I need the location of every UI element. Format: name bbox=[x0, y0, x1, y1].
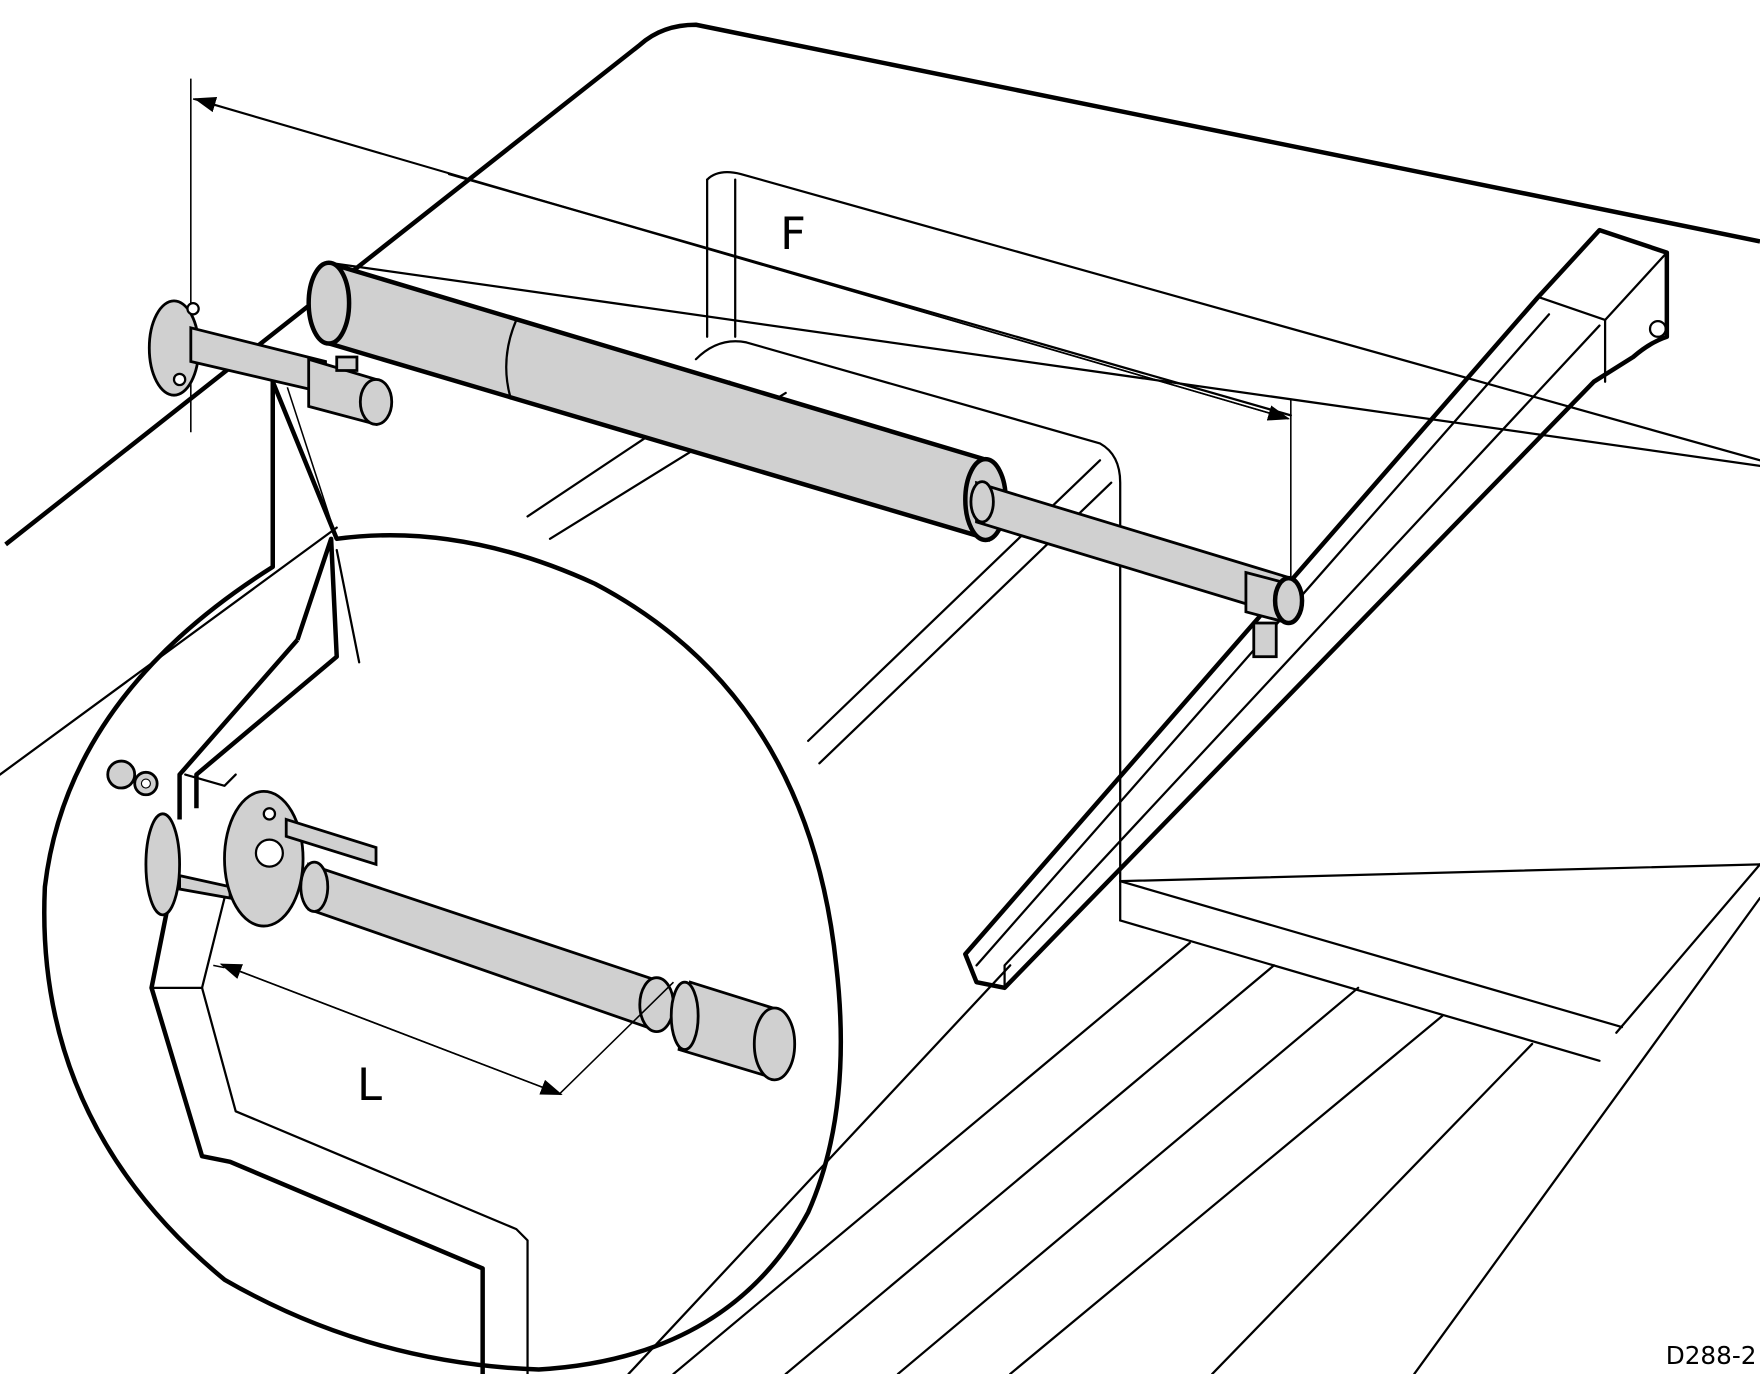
steering-cylinder bbox=[147, 260, 1305, 659]
tiller-arm bbox=[963, 227, 1670, 991]
dimension-F: F bbox=[190, 78, 1292, 579]
dimension-label-L: L bbox=[357, 1058, 382, 1111]
detail-callout: L bbox=[42, 379, 844, 1374]
figure-code: D288-2 bbox=[1666, 1341, 1757, 1370]
boat-hull bbox=[0, 22, 1760, 1374]
dimension-label-F: F bbox=[780, 207, 806, 260]
